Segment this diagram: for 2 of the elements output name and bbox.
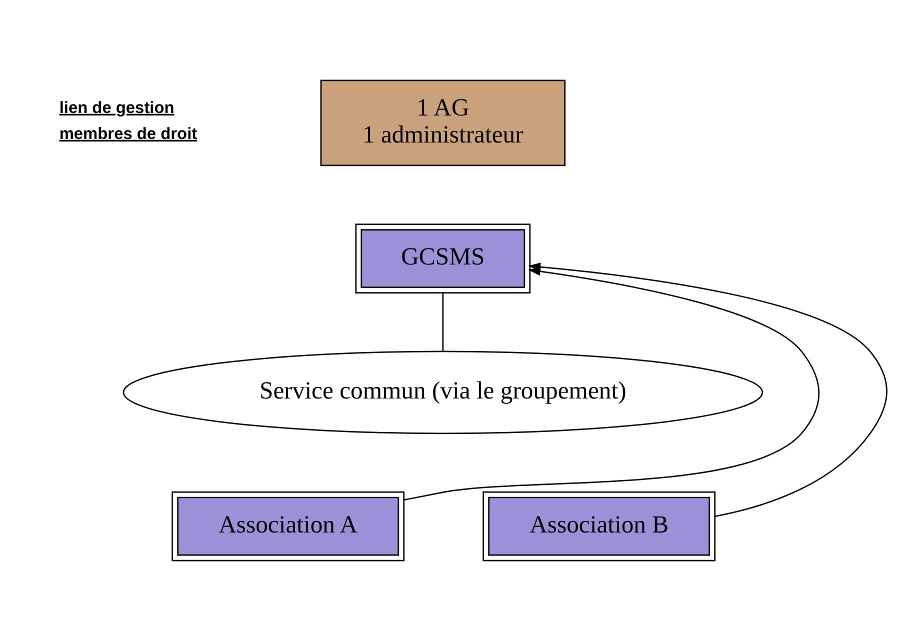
legend-label: membres de droit [59, 124, 198, 143]
legend-label: lien de gestion [59, 98, 174, 117]
